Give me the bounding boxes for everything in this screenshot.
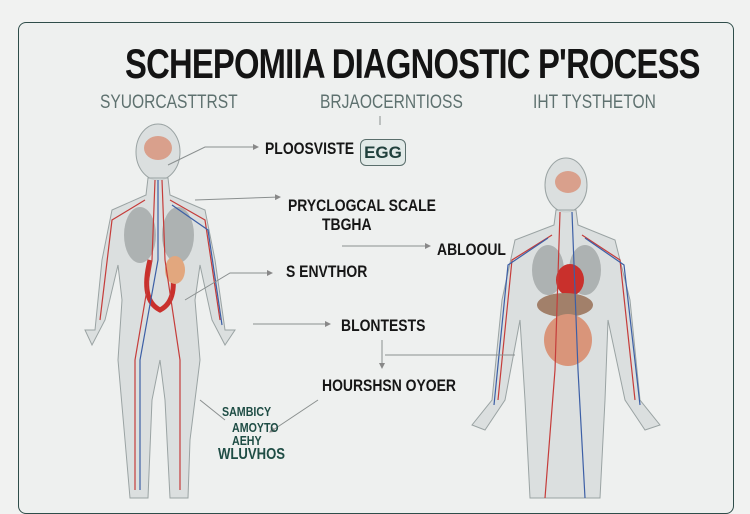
lung-right-icon (162, 207, 194, 263)
lung-left-icon (124, 207, 156, 263)
connector-arrows (167, 116, 515, 433)
label-senvthor: S ENVTHOR (286, 262, 368, 281)
egg-badge: EGG (360, 139, 406, 166)
subtitle-center: BRJAOCERNTIOSS (320, 92, 463, 113)
subtitle-left: SYUORCASTTRST (100, 92, 238, 113)
arteries-right (497, 211, 636, 499)
page-title: SCHEPOMIIA DIAGNOSTIC P'ROCESS (125, 40, 701, 87)
anatomy-illustration (84, 116, 661, 499)
label-abloul: ABLOOUL (437, 240, 506, 259)
note-line-4: WLUVHOS (218, 446, 286, 463)
label-hourshsn: HOURSHSN OYOER (322, 376, 457, 395)
note-line-2: AMOYTO (232, 420, 279, 435)
intestines-icon (544, 314, 592, 366)
lung-left-icon (532, 245, 564, 295)
note-line-1: SAMBICY (222, 404, 272, 419)
label-scale: PRYCLOGCAL SCALE (288, 196, 436, 215)
veins-left (139, 180, 223, 490)
label-scale-sub: TBGHA (322, 215, 372, 234)
stomach-icon (537, 293, 593, 317)
veins-right (493, 211, 641, 499)
label-plooviste: PLOOSVISTE (265, 139, 355, 158)
liver-icon (165, 256, 185, 284)
arteries-left (99, 179, 221, 490)
note-line-3: AEHY (232, 433, 262, 448)
brain-icon (144, 136, 172, 160)
label-blontests: BLONTESTS (341, 316, 426, 335)
brain-icon (555, 171, 581, 193)
heart-icon (556, 264, 584, 296)
subtitle-right: IHT TYSTHETON (533, 92, 656, 113)
